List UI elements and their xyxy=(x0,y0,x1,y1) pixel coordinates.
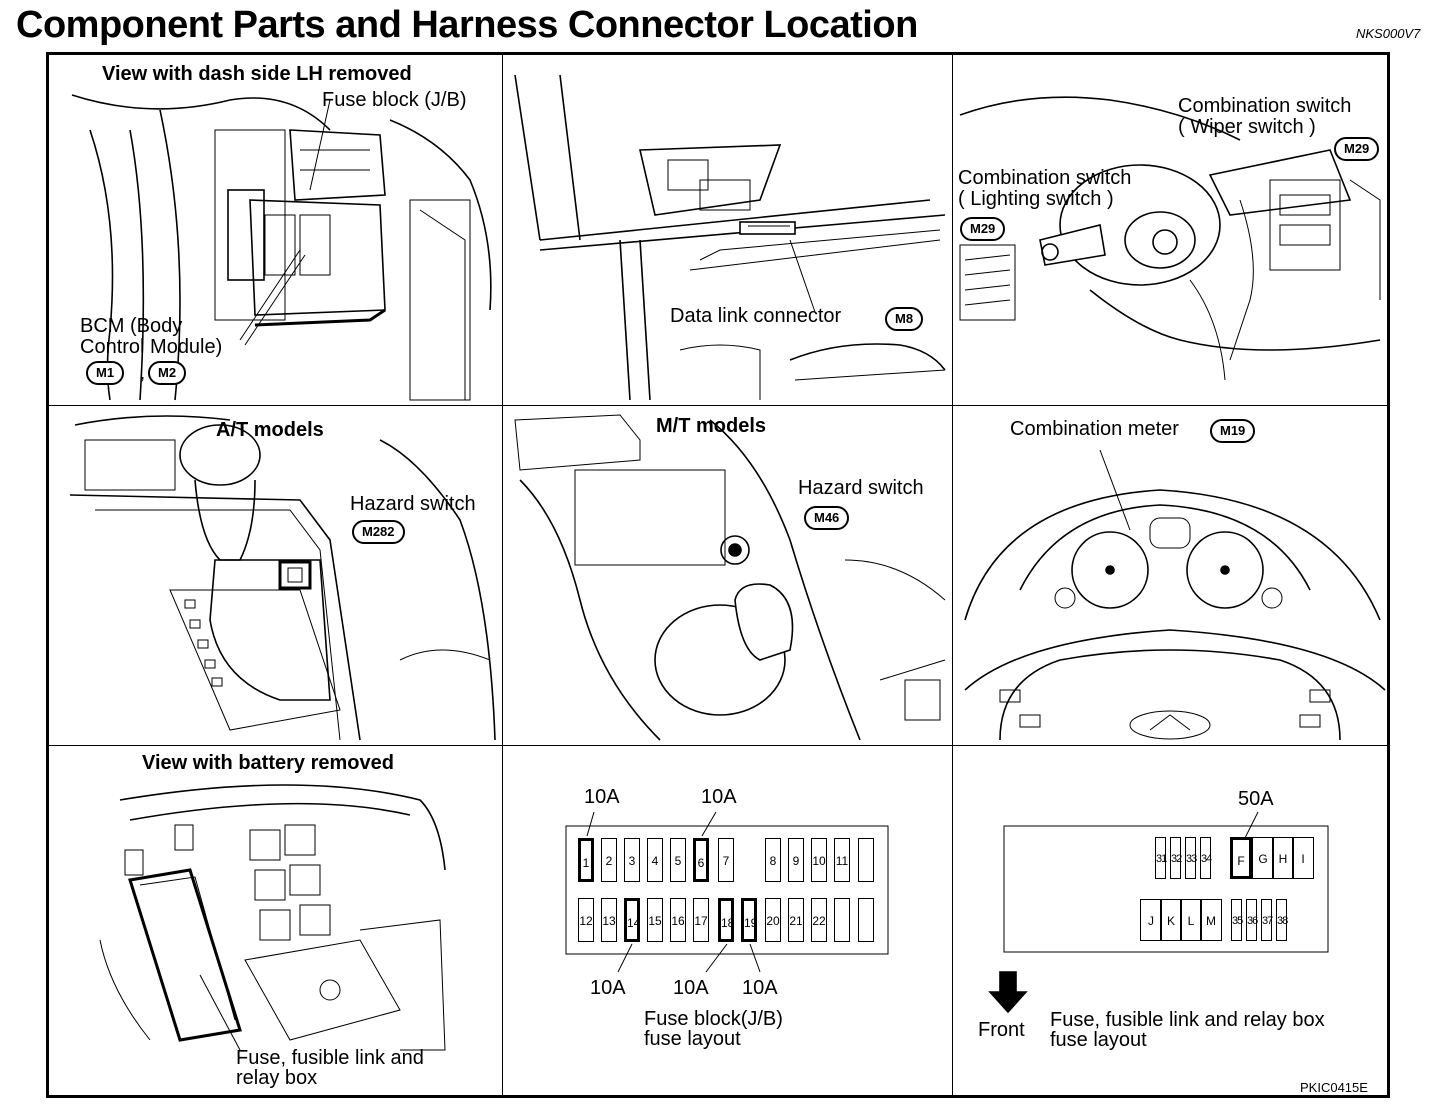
fusible-link-slot: K xyxy=(1160,899,1182,941)
fuse-slot: 3 xyxy=(624,838,640,882)
fusible-link-slot: G xyxy=(1252,837,1274,879)
fuse-slot: 6 xyxy=(693,838,709,882)
fusible-link-rating-label: 50A xyxy=(1238,788,1274,810)
front-label: Front xyxy=(978,1019,1025,1041)
document-id: NKS000V7 xyxy=(1356,26,1421,41)
fuse-block-label: Fuse block (J/B) xyxy=(322,89,467,111)
panel1-heading: View with dash side LH removed xyxy=(102,63,412,85)
fuse-slot: 9 xyxy=(788,838,804,882)
combination-meter-label: Combination meter xyxy=(1010,418,1179,440)
fuse-slot xyxy=(858,898,874,942)
fuse-slot: 2 xyxy=(601,838,617,882)
hazard-switch-label-at: Hazard switch xyxy=(350,493,476,515)
fusible-link-slot: 32 xyxy=(1170,837,1182,879)
connector-m8: M8 xyxy=(885,307,924,331)
connector-m46: M46 xyxy=(804,506,850,530)
relay-box-label-line2: relay box xyxy=(236,1067,318,1089)
relay-box-caption-line1: Fuse, fusible link and relay box xyxy=(1050,1009,1325,1031)
fuse-slot: 15 xyxy=(647,898,663,942)
relay-box-caption-line2: fuse layout xyxy=(1050,1029,1147,1051)
fuse-block-caption-line1: Fuse block(J/B) xyxy=(644,1008,783,1030)
front-arrow xyxy=(988,971,1028,1014)
fuse-rating-label: 10A xyxy=(742,977,778,999)
fusible-link-slot: 38 xyxy=(1276,899,1288,941)
fuse-slot: 4 xyxy=(647,838,663,882)
fusible-link-slot: 31 xyxy=(1155,837,1167,879)
fusible-link-slot: 36 xyxy=(1246,899,1258,941)
fuse-slot: 13 xyxy=(601,898,617,942)
grid-divider xyxy=(952,55,953,1095)
fusible-link-slot: 35 xyxy=(1231,899,1243,941)
fusible-link-slot: J xyxy=(1140,899,1162,941)
fuse-slot xyxy=(834,898,850,942)
lighting-switch-label-line2: ( Lighting switch ) xyxy=(958,188,1114,210)
connector-m2: M2 xyxy=(148,361,187,385)
fuse-slot: 7 xyxy=(718,838,734,882)
data-link-connector-label: Data link connector xyxy=(670,305,842,327)
bcm-label-line2: Control Module) xyxy=(80,336,223,358)
connector-m29-lighting: M29 xyxy=(960,217,1006,241)
connector-m29-wiper: M29 xyxy=(1334,137,1380,161)
steering-column-illustration xyxy=(959,96,1381,381)
fuse-slot: 17 xyxy=(693,898,709,942)
fuse-slot: 12 xyxy=(578,898,594,942)
fusible-link-slot: 33 xyxy=(1185,837,1197,879)
fuse-rating-label: 10A xyxy=(673,977,709,999)
connector-m282: M282 xyxy=(352,520,405,544)
fuse-slot: 8 xyxy=(765,838,781,882)
grid-divider xyxy=(502,55,503,1095)
fuse-slot: 11 xyxy=(834,838,850,882)
mt-shifter-illustration xyxy=(514,414,946,741)
fuse-slot: 14 xyxy=(624,898,640,942)
fusible-link-slot: I xyxy=(1292,837,1314,879)
connector-m19: M19 xyxy=(1210,419,1256,443)
wiper-switch-label-line1: Combination switch xyxy=(1178,95,1352,117)
fuse-slot xyxy=(858,838,874,882)
fuse-rating-label: 10A xyxy=(584,786,620,808)
fuse-block-caption-line2: fuse layout xyxy=(644,1028,741,1050)
fuse-block-outline xyxy=(565,825,889,955)
wiper-switch-label-line2: ( Wiper switch ) xyxy=(1178,116,1316,138)
fuse-slot: 19 xyxy=(741,898,757,942)
fusible-link-slot: 37 xyxy=(1261,899,1273,941)
diagram-frame xyxy=(46,52,1390,1098)
figure-code: PKIC0415E xyxy=(1300,1080,1368,1095)
fuse-slot: 10 xyxy=(811,838,827,882)
panel7-heading: View with battery removed xyxy=(142,752,394,774)
fuse-rating-label: 10A xyxy=(590,977,626,999)
engine-bay-illustration xyxy=(99,784,446,1051)
fusible-link-slot: L xyxy=(1180,899,1202,941)
fusible-link-slot: H xyxy=(1272,837,1294,879)
relay-box-label-line1: Fuse, fusible link and xyxy=(236,1047,424,1069)
fusible-link-slot: 34 xyxy=(1200,837,1212,879)
fusible-link-slot: M xyxy=(1200,899,1222,941)
fuse-slot: 5 xyxy=(670,838,686,882)
panel4-heading: A/T models xyxy=(216,419,324,441)
at-shifter-illustration xyxy=(69,415,496,741)
fuse-rating-label: 10A xyxy=(701,786,737,808)
fuse-slot: 22 xyxy=(811,898,827,942)
lighting-switch-label-line1: Combination switch xyxy=(958,167,1132,189)
grid-divider xyxy=(49,745,1387,746)
fuse-slot: 20 xyxy=(765,898,781,942)
connector-separator: , xyxy=(140,363,146,383)
page-title: Component Parts and Harness Connector Lo… xyxy=(16,4,918,46)
fuse-slot: 16 xyxy=(670,898,686,942)
hazard-switch-label-mt: Hazard switch xyxy=(798,477,924,499)
fuse-slot: 1 xyxy=(578,838,594,882)
fuse-slot: 18 xyxy=(718,898,734,942)
grid-divider xyxy=(49,405,1387,406)
dash-lower-illustration xyxy=(514,74,946,401)
fusible-link-slot: F xyxy=(1230,837,1252,879)
connector-m1: M1 xyxy=(86,361,125,385)
bcm-label-line1: BCM (Body xyxy=(80,315,183,337)
fuse-slot: 21 xyxy=(788,898,804,942)
relay-box-outline xyxy=(1003,825,1329,953)
panel5-heading: M/T models xyxy=(656,415,767,437)
instrument-cluster-illustration xyxy=(964,449,1386,741)
